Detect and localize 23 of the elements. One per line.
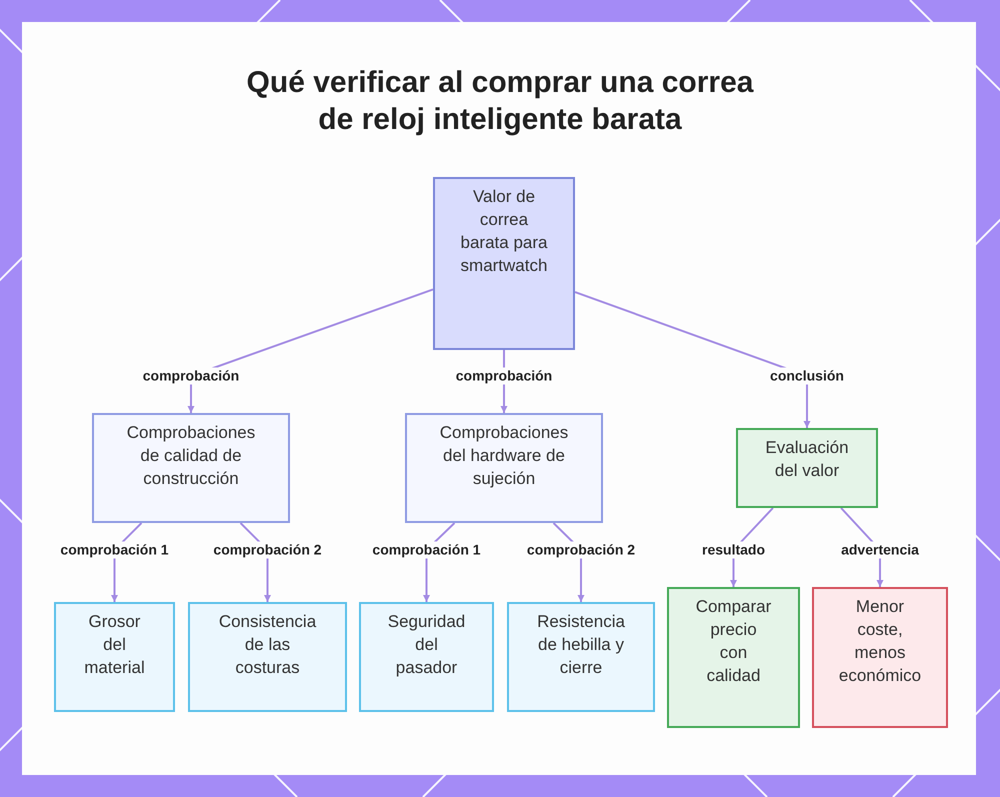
node-text: Consistencia de las costuras: [218, 611, 318, 679]
node-text: Valor de correa barata para smartwatch: [460, 186, 548, 277]
check-group-box: [92, 413, 290, 523]
node-text: Resistencia de hebilla y cierre: [536, 611, 626, 679]
node-text: Evaluación del valor: [764, 437, 850, 482]
check-item-box: [54, 602, 175, 712]
node-text: Comprobaciones de calidad de construcción: [126, 422, 256, 490]
check-item-box: [188, 602, 347, 712]
node-text: Menor coste, menos económico: [838, 596, 922, 687]
outcome-box: [667, 587, 800, 728]
connector-arrow: [188, 288, 434, 413]
evaluation-box: [736, 428, 878, 508]
diagram-title: Qué verificar al comprar una correa de reloj inteligente barata: [246, 65, 755, 138]
check-group-box: [405, 413, 603, 523]
connector-arrow: [574, 291, 810, 428]
topic-box: [433, 177, 575, 350]
check-item-box: [359, 602, 494, 712]
node-text: Seguridad del pasador: [386, 611, 466, 679]
check-item-box: [507, 602, 655, 712]
node-text: Grosor del material: [83, 611, 146, 679]
node-text: Comparar precio con calidad: [694, 596, 772, 687]
warning-box: [812, 587, 948, 728]
node-text: Comprobaciones del hardware de sujeción: [438, 422, 570, 490]
